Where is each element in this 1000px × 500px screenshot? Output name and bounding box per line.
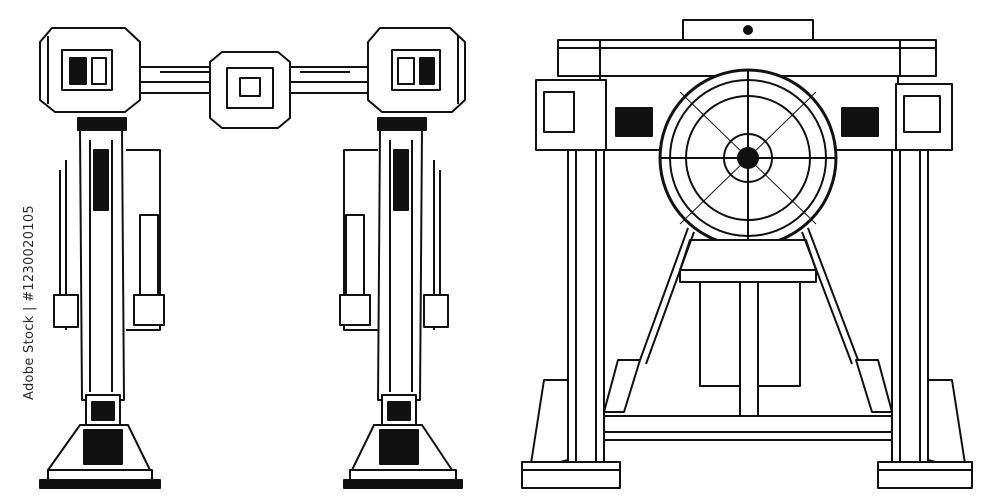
gear-press-figure: [521, 19, 973, 489]
mech-gate-figure: [39, 27, 466, 489]
stock-id-text: Adobe Stock | #1230020105: [22, 205, 37, 400]
